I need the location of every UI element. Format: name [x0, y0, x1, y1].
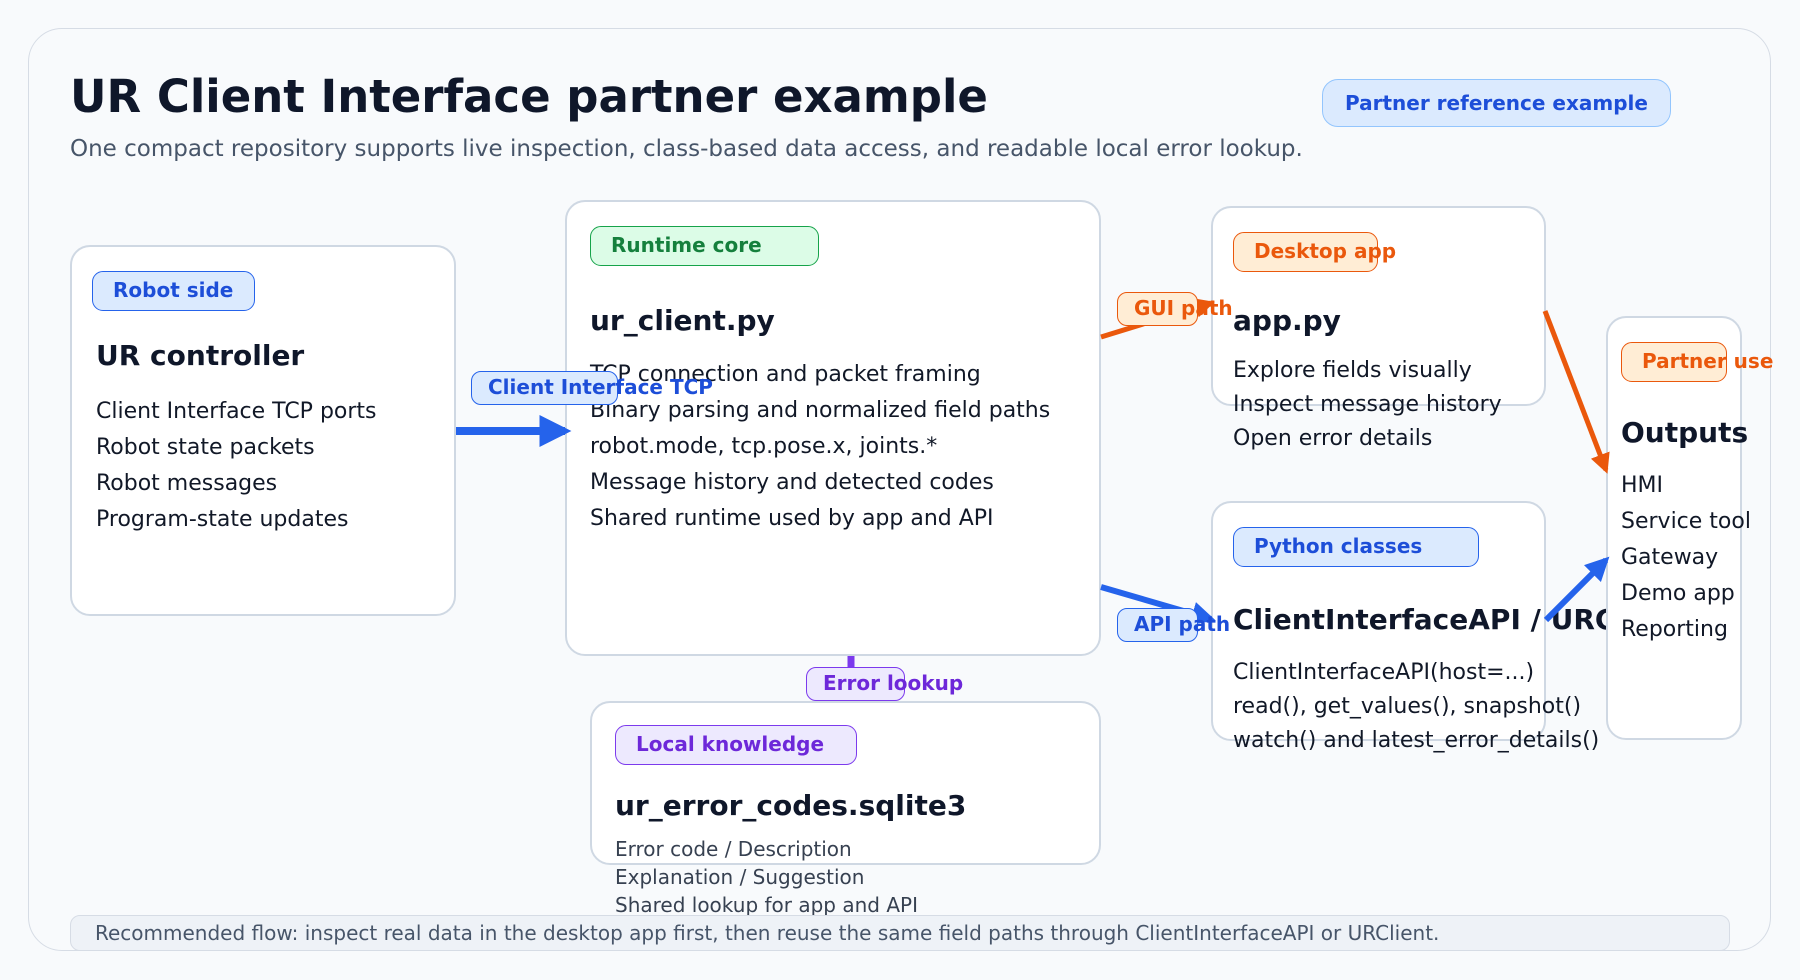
- outputs-card-lines: HMI Service tool Gateway Demo app Report…: [1621, 468, 1751, 648]
- robot-line: Robot messages: [96, 471, 278, 496]
- runtime-line: TCP connection and packet framing: [590, 362, 981, 387]
- page-title: UR Client Interface partner example: [70, 70, 988, 123]
- runtime-line: Binary parsing and normalized field path…: [590, 398, 1051, 423]
- outputs-card-title: Outputs: [1621, 416, 1749, 449]
- runtime-line: robot.mode, tcp.pose.x, joints.*: [590, 434, 938, 459]
- desktop-card-lines: Explore fields visually Inspect message …: [1233, 354, 1502, 456]
- desktop-app-card: Desktop app app.py Explore fields visual…: [1211, 206, 1546, 451]
- robot-side-tag: Robot side: [92, 271, 255, 311]
- runtime-line: Shared runtime used by app and API: [590, 506, 994, 531]
- python-to-outputs-arrow: [1543, 556, 1610, 623]
- local-knowledge-tag: Local knowledge: [615, 725, 857, 765]
- python-line: read(), get_values(), snapshot(): [1233, 694, 1582, 719]
- robot-card-title: UR controller: [96, 339, 305, 372]
- output-line: Reporting: [1621, 617, 1728, 642]
- knowledge-line: Shared lookup for app and API: [615, 893, 918, 917]
- python-line: ClientInterfaceAPI(host=...): [1233, 660, 1535, 685]
- output-line: HMI: [1621, 473, 1664, 498]
- output-line: Service tool: [1621, 509, 1751, 534]
- output-line: Gateway: [1621, 545, 1719, 570]
- robot-side-card: Robot side UR controller Client Interfac…: [70, 245, 456, 616]
- desktop-card-title: app.py: [1233, 304, 1341, 337]
- python-classes-tag: Python classes: [1233, 527, 1479, 567]
- runtime-core-card: Runtime core ur_client.py TCP connection…: [565, 200, 1101, 656]
- knowledge-line: Error code / Description: [615, 837, 852, 861]
- robot-line: Robot state packets: [96, 435, 315, 460]
- desktop-line: Inspect message history: [1233, 392, 1502, 417]
- knowledge-card-lines: Error code / Description Explanation / S…: [615, 835, 918, 919]
- python-line: watch() and latest_error_details(): [1233, 728, 1600, 753]
- robot-line: Program-state updates: [96, 507, 349, 532]
- desktop-app-tag: Desktop app: [1233, 232, 1396, 272]
- desktop-line: Open error details: [1233, 426, 1433, 451]
- tcp-edge-label: Client Interface TCP: [471, 371, 713, 405]
- page-subtitle: One compact repository supports live ins…: [70, 136, 1303, 162]
- gui-edge-label: GUI path: [1117, 292, 1233, 326]
- recommended-flow-note: Recommended flow: inspect real data in t…: [70, 915, 1730, 951]
- python-classes-card: Python classes ClientInterfaceAPI / URCl…: [1211, 501, 1687, 753]
- api-edge-label: API path: [1117, 608, 1230, 642]
- outputs-card: Partner use Outputs HMI Service tool Gat…: [1606, 316, 1773, 740]
- python-card-lines: ClientInterfaceAPI(host=...) read(), get…: [1233, 656, 1599, 758]
- knowledge-line: Explanation / Suggestion: [615, 865, 865, 889]
- output-line: Demo app: [1621, 581, 1735, 606]
- runtime-line: Message history and detected codes: [590, 470, 994, 495]
- robot-line: Client Interface TCP ports: [96, 399, 377, 424]
- robot-card-lines: Client Interface TCP ports Robot state p…: [96, 394, 377, 538]
- error-edge-label: Error lookup: [806, 667, 963, 701]
- runtime-core-tag: Runtime core: [590, 226, 819, 266]
- knowledge-card-title: ur_error_codes.sqlite3: [615, 789, 967, 822]
- runtime-card-lines: TCP connection and packet framing Binary…: [590, 357, 1050, 537]
- desktop-to-outputs-arrow: [1542, 310, 1610, 474]
- reference-badge: Partner reference example: [1322, 79, 1671, 127]
- runtime-card-title: ur_client.py: [590, 304, 775, 337]
- local-knowledge-card: Local knowledge ur_error_codes.sqlite3 E…: [590, 701, 1101, 917]
- desktop-line: Explore fields visually: [1233, 358, 1472, 383]
